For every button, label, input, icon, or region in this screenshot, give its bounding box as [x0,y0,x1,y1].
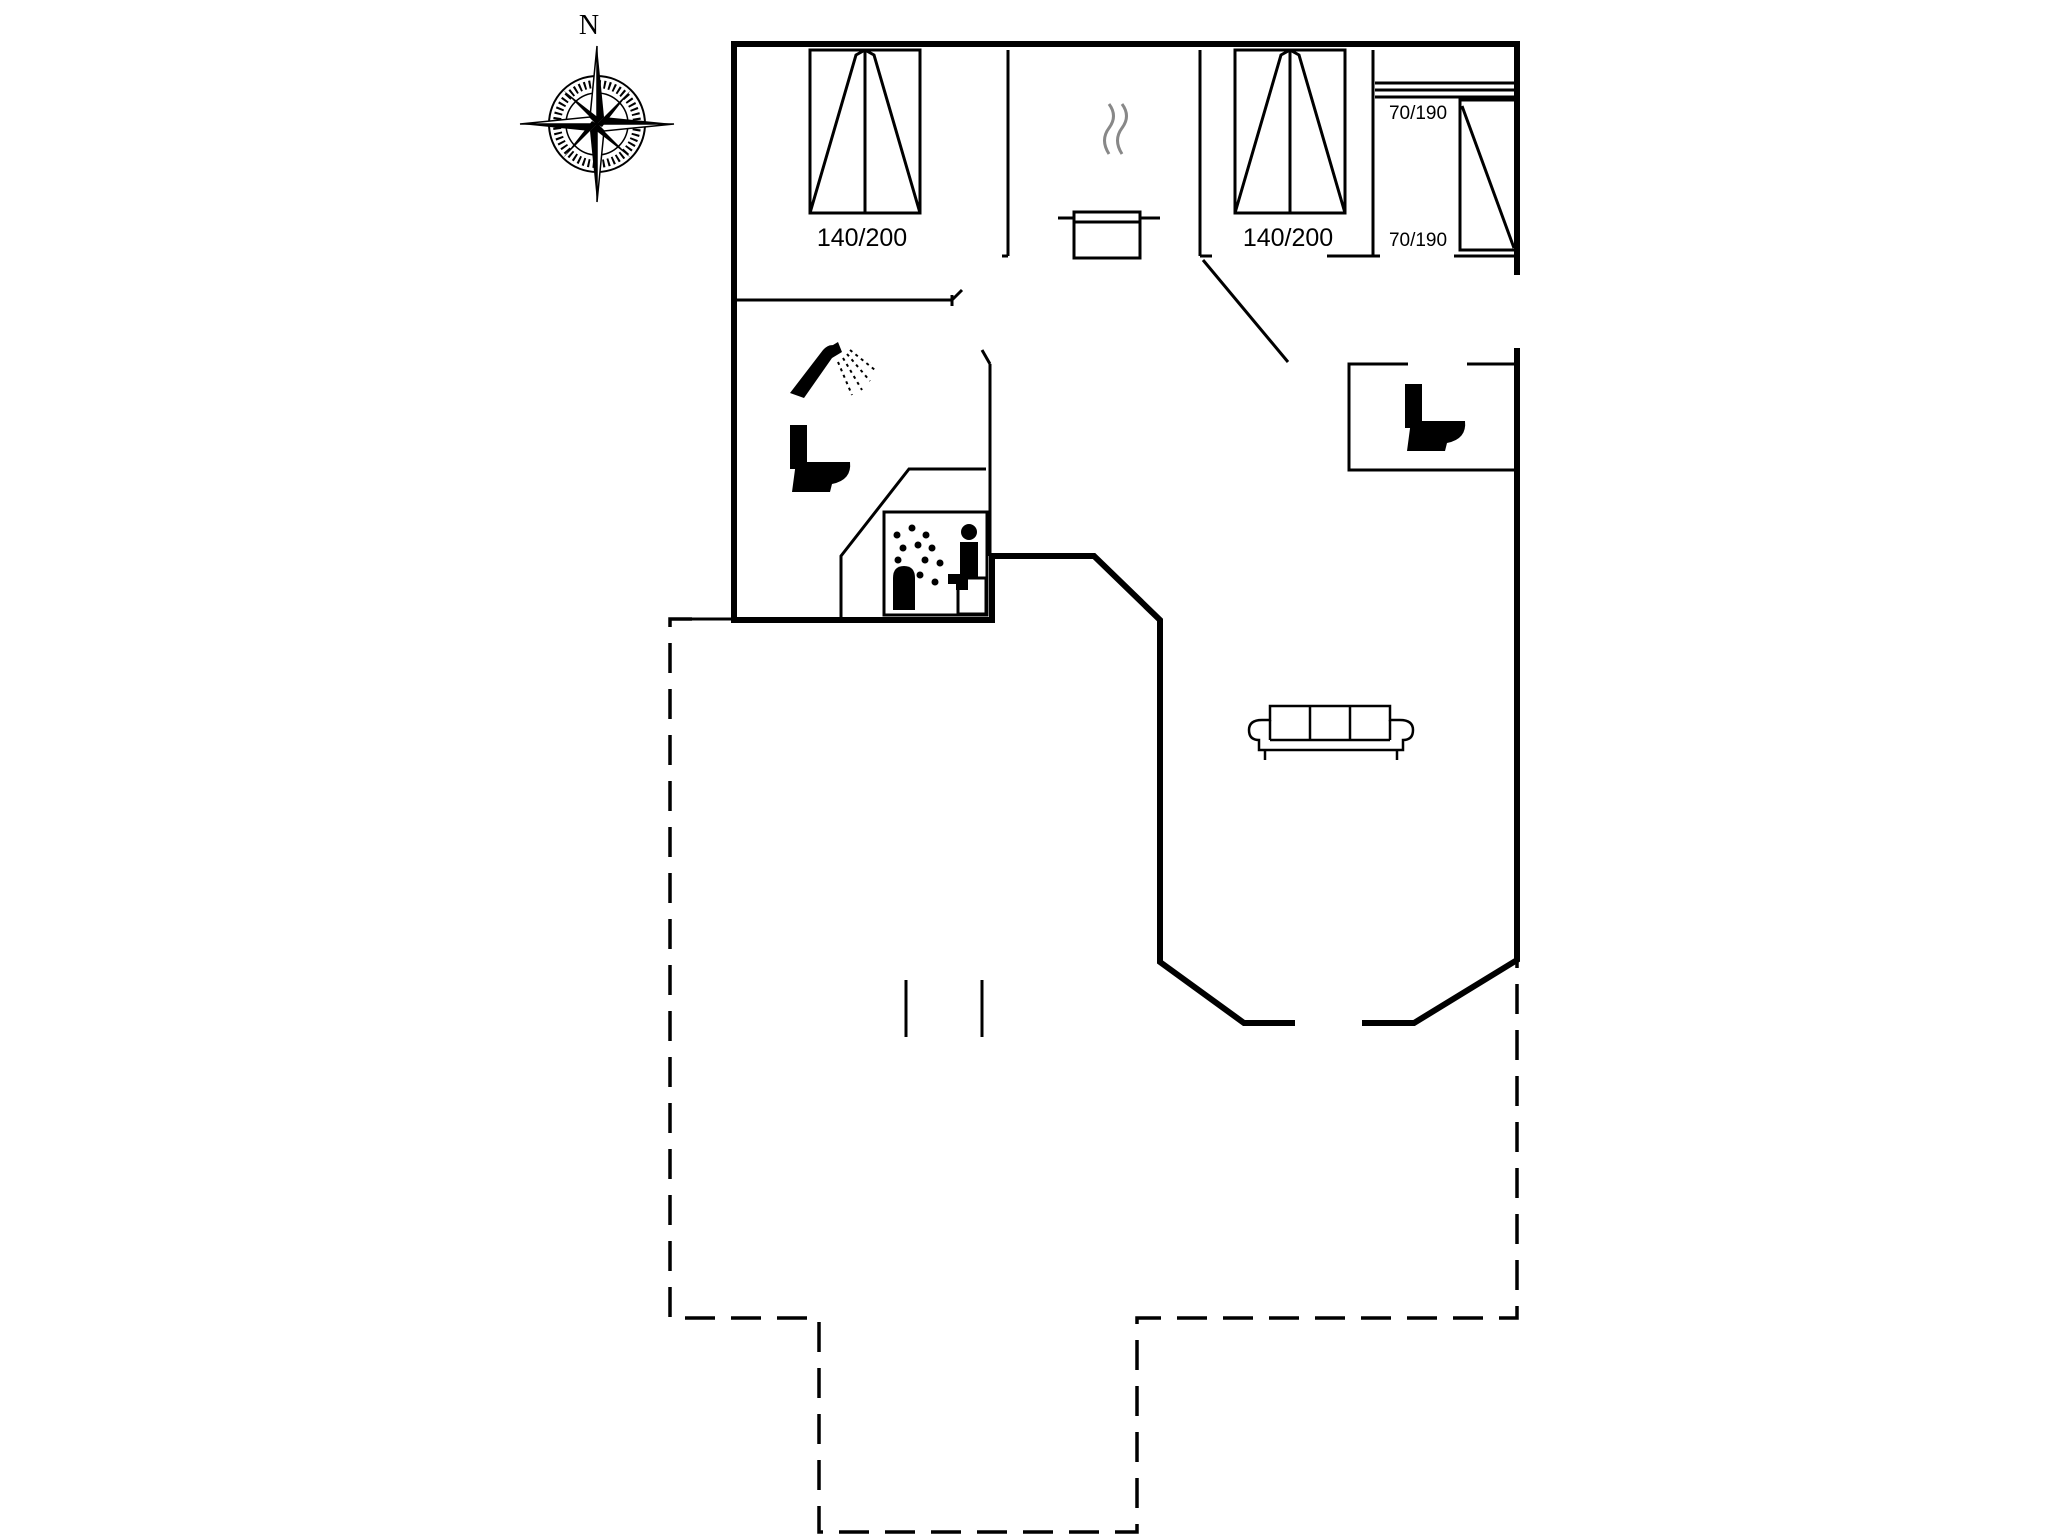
compass-rose-icon: N [519,10,675,203]
double-bed-icon [1233,48,1347,215]
bedroom-1-bed-size: 140/200 [817,224,907,252]
sofa-icon [1247,704,1415,760]
bedroom-3-bed-size-bottom: 70/190 [1389,230,1447,251]
terrace-outline [668,617,1519,1534]
cooking-pot-icon [1058,103,1160,260]
compass-north-label: N [579,10,599,41]
toilet-icon [1405,384,1466,451]
bedroom-3-bed-size-top: 70/190 [1389,103,1447,124]
shower-icon [790,342,876,398]
toilet-icon [790,425,851,492]
double-bed-icon [808,48,922,215]
exterior-walls [692,41,1520,1026]
single-bed-icon [1458,98,1518,252]
bedroom-2-bed-size: 140/200 [1243,224,1333,252]
interior-walls [737,50,1517,618]
sauna-icon [893,524,988,616]
